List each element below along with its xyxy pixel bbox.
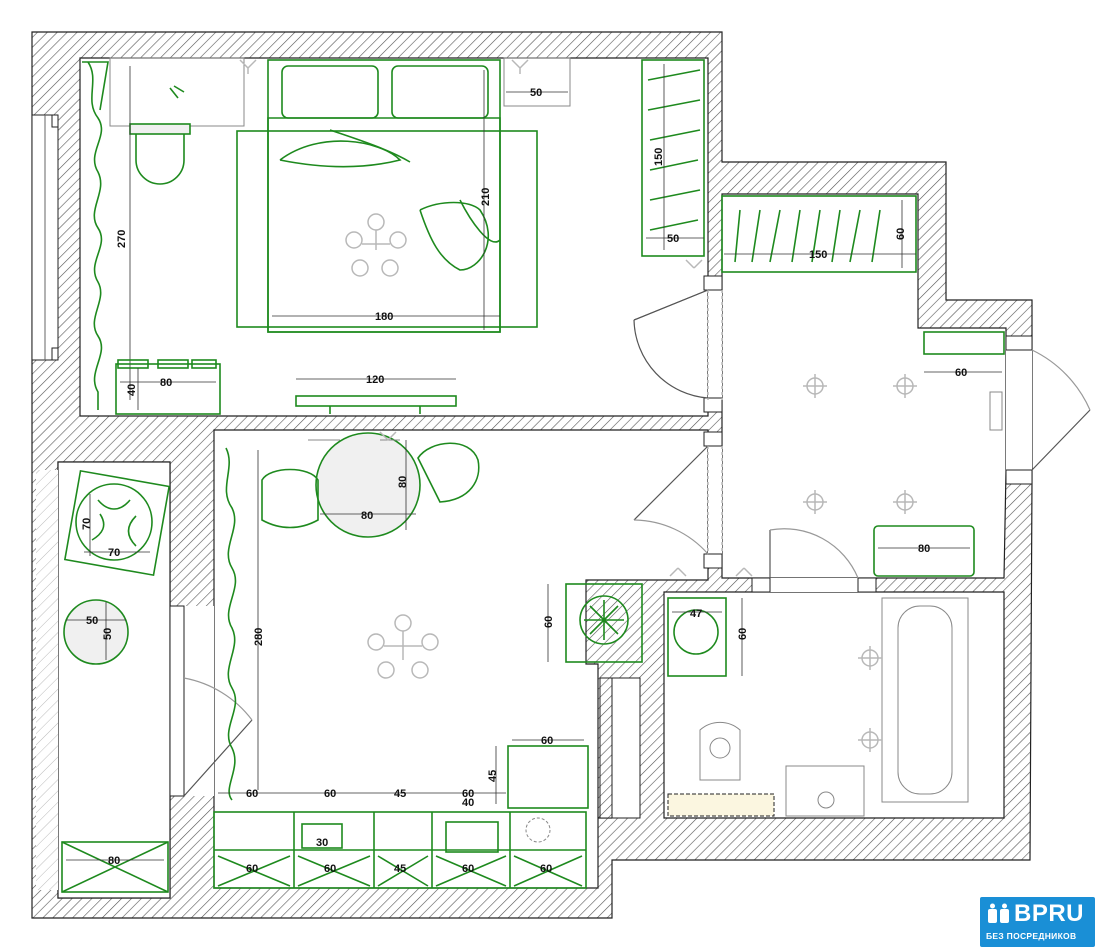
kitchen-dim-60-b: 60 [324,788,336,800]
base-dim-60-b: 60 [324,863,336,875]
dim-80-table-vert: 80 [397,476,409,488]
doors [183,289,1091,797]
dim-50-mid: 50 [667,233,679,245]
dim-40: 40 [126,384,138,396]
logo-text: BPRU [1014,900,1085,927]
dim-60-hall: 60 [955,367,967,379]
bathroom: 47 60 [667,597,969,817]
kitchen-dim-60-c: 60 [462,788,474,800]
kitchen-dim-45: 45 [394,788,406,800]
logo-subtitle: БЕЗ ПОСРЕДНИКОВ [986,931,1077,941]
balcony: 70 70 50 50 80 [61,469,171,893]
dim-80-bench: 80 [918,543,930,555]
dim-60-washer: 60 [543,616,555,628]
dim-80-table: 80 [361,510,373,522]
kitchen-dim-40: 40 [462,797,474,809]
logo-icon [988,903,1009,923]
bpru-logo: BPRU БЕЗ ПОСРЕДНИКОВ [980,897,1095,947]
dim-50-horiz: 50 [86,615,98,627]
ceiling-lamp-icon [367,614,439,679]
dim-70-vert: 70 [81,518,93,530]
socket-icons [239,59,753,577]
dim-60-fridge: 60 [541,735,553,747]
dim-47: 47 [690,608,702,620]
base-dim-60-c: 60 [462,863,474,875]
dim-45-vert: 45 [487,770,499,782]
dim-80-desk: 80 [160,377,172,389]
dim-30: 30 [316,837,328,849]
living-kitchen: 280 80 80 60 60 45 60 60 45 60 40 [213,432,643,889]
base-dim-60-d: 60 [540,863,552,875]
dim-150-vert: 150 [653,148,665,166]
dim-60-bath: 60 [737,628,749,640]
ceiling-lamp-icon [345,213,407,277]
wardrobe-closet: 150 60 [721,195,917,273]
dim-120: 120 [366,374,384,386]
walls [31,31,1033,919]
dim-60-wardrobe: 60 [895,228,907,240]
dim-70-horiz: 70 [108,547,120,559]
dim-270: 270 [116,230,128,248]
bedroom: 270 210 180 50 150 50 [82,57,705,415]
kitchen-dim-60-a: 60 [246,788,258,800]
hallway: 60 80 [803,331,1005,577]
base-dim-45: 45 [394,863,406,875]
dim-150-horiz: 150 [809,249,827,261]
spotlight-icon [858,646,882,752]
dim-50-top: 50 [530,87,542,99]
spotlight-icon [803,374,917,514]
dim-210: 210 [480,188,492,206]
dim-50-vert: 50 [102,628,114,640]
dim-280: 280 [253,628,265,646]
base-dim-60-a: 60 [246,863,258,875]
dim-180: 180 [375,311,393,323]
dim-80-balcony: 80 [108,855,120,867]
